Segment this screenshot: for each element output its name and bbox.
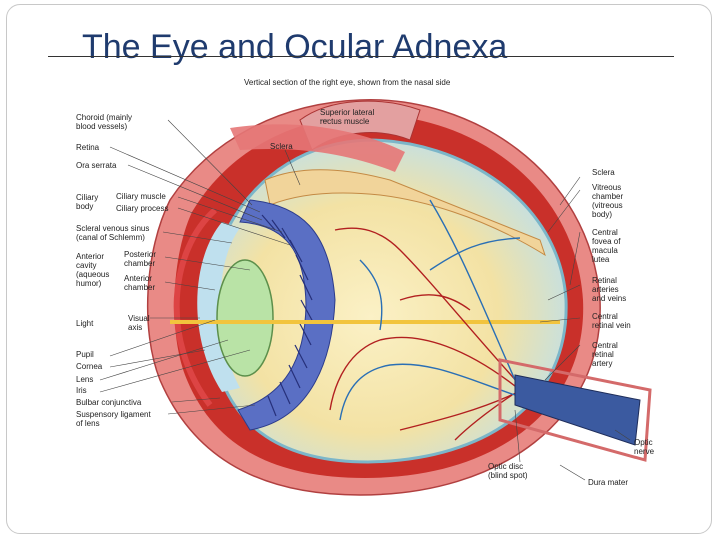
label-sclera-right: Sclera <box>592 168 615 177</box>
sclera-band-top <box>264 169 546 257</box>
label-anterior-chamber: Anterior chamber <box>124 274 156 292</box>
slide-frame <box>6 4 712 534</box>
label-visual-axis: Visual axis <box>128 314 150 332</box>
cornea <box>173 207 217 407</box>
label-ora-serrata: Ora serrata <box>76 161 117 170</box>
label-choroid: Choroid (mainly blood vessels) <box>76 113 133 131</box>
label-ciliary-muscle: Ciliary muscle <box>116 192 166 201</box>
label-bulbar-conjunctiva: Bulbar conjunctiva <box>76 398 142 407</box>
label-suspensory-ligament: Suspensory ligament of lens <box>76 410 151 428</box>
label-anterior-cavity: Anterior cavity (aqueous humor) <box>76 252 110 288</box>
label-light: Light <box>76 319 94 328</box>
label-superior-rectus: Superior lateral rectus muscle <box>320 108 375 126</box>
label-ciliary-process: Ciliary process <box>116 204 169 213</box>
label-scleral-venous-sinus: Scleral venous sinus (canal of Schlemm) <box>76 224 150 242</box>
retinal-vessels <box>329 199 521 441</box>
lens <box>216 259 274 377</box>
label-iris: Iris <box>76 386 87 395</box>
slide-title: The Eye and Ocular Adnexa <box>82 28 508 66</box>
dura-mater <box>498 358 652 462</box>
ciliary-processes <box>261 214 314 417</box>
label-pupil: Pupil <box>76 350 94 359</box>
label-optic-disc: Optic disc (blind spot) <box>488 462 528 480</box>
label-central-fovea: Central fovea of macula lutea <box>592 228 621 264</box>
diagram-subtitle: Vertical section of the right eye, shown… <box>244 78 451 87</box>
label-retinal-arteries-veins: Retinal arteries and veins <box>592 276 627 303</box>
label-vitreous-chamber: Vitreous chamber (vitreous body) <box>592 183 624 219</box>
title-underline <box>48 56 674 57</box>
label-ciliary-body: Ciliary body <box>76 193 99 211</box>
label-cornea: Cornea <box>76 362 103 371</box>
label-central-retinal-vein: Central retinal vein <box>592 312 631 330</box>
label-retina: Retina <box>76 143 100 152</box>
label-lens: Lens <box>76 375 94 384</box>
label-central-retinal-artery: Central retinal artery <box>592 341 618 368</box>
label-optic-nerve: Optic nerve <box>634 438 655 456</box>
leader-lines <box>99 119 631 481</box>
optic-nerve <box>514 374 641 446</box>
label-dura-mater: Dura mater <box>588 478 629 487</box>
label-posterior-chamber: Posterior chamber <box>124 250 157 268</box>
label-sclera-top: Sclera <box>270 142 293 151</box>
top-muscle-band <box>230 124 405 172</box>
